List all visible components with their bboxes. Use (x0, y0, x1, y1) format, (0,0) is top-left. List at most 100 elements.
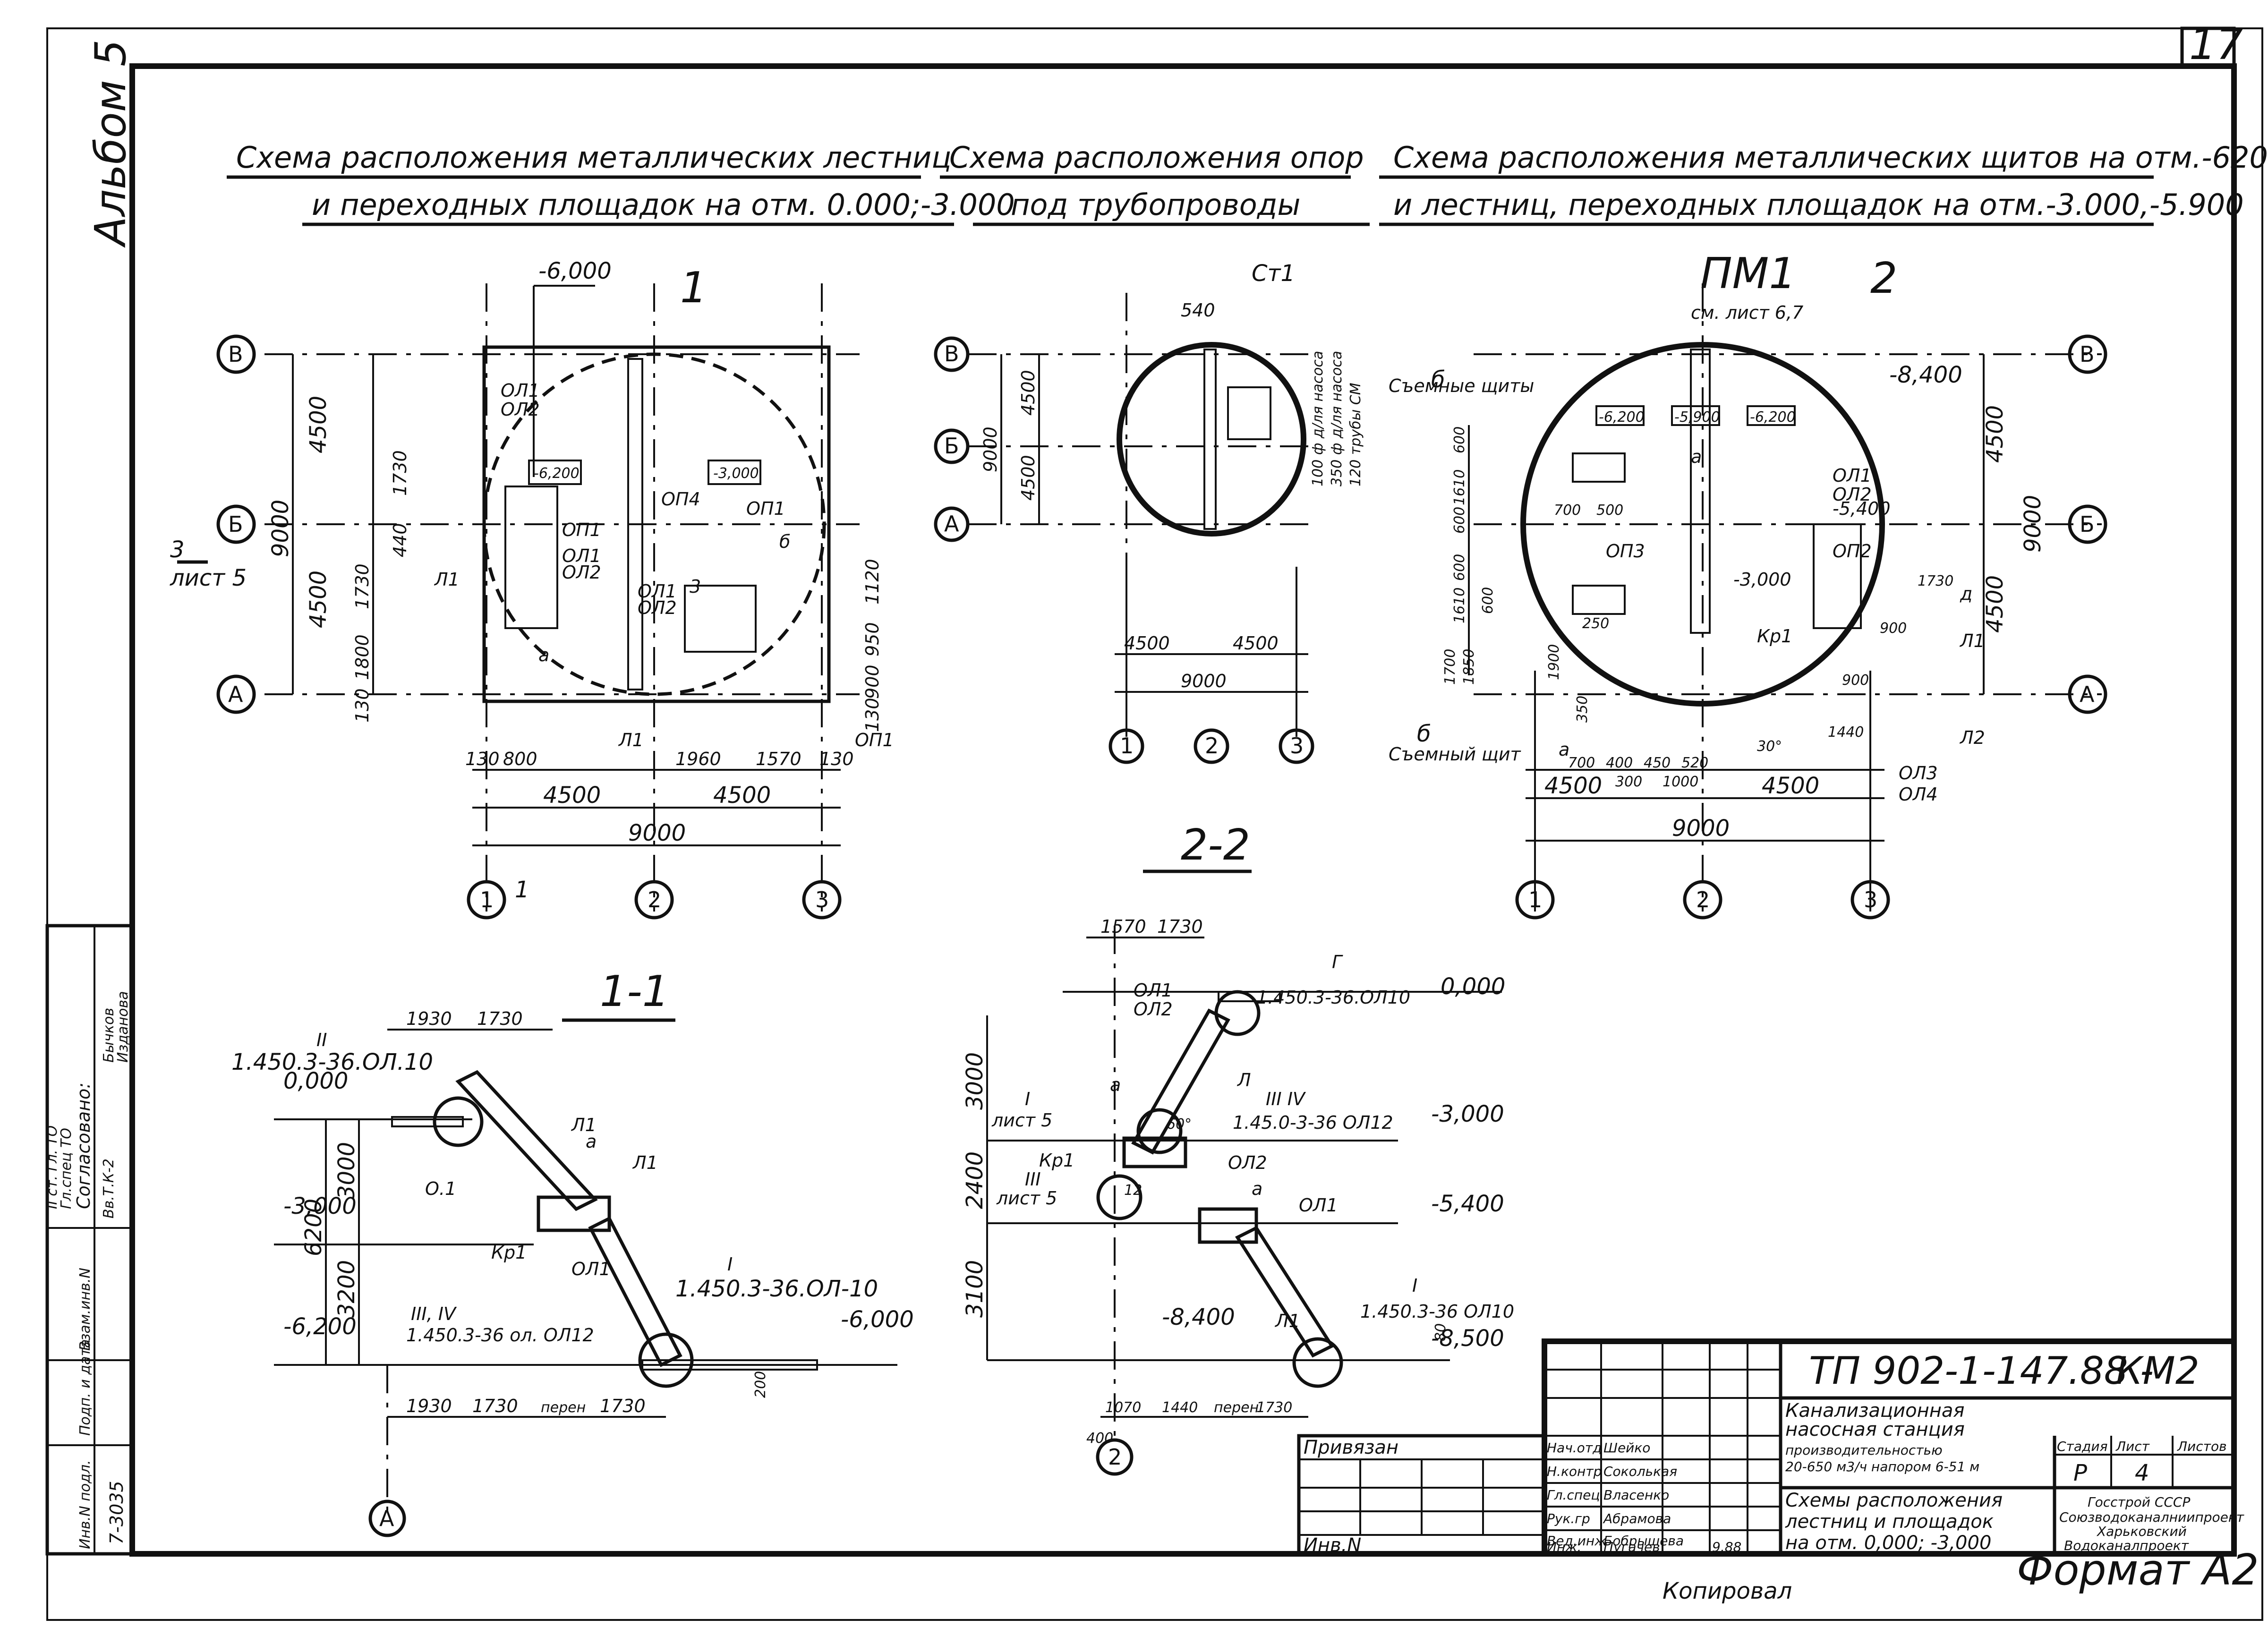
level-box: -5,900 (1674, 409, 1720, 426)
axis-label: А (944, 511, 959, 537)
elev: -3,000 (1431, 1101, 1504, 1127)
dim: 4500 (1982, 575, 2008, 633)
elev: -6,000 (841, 1306, 914, 1333)
dim: 1120 (862, 559, 883, 605)
dim: 130 (465, 749, 500, 769)
ref: I (1025, 1089, 1030, 1109)
doc-code: ТП 902-1-147.88 - (1809, 1349, 2154, 1393)
tb-role: Нач.отд (1547, 1440, 1602, 1456)
dim: 1730 (600, 1396, 646, 1416)
dim: 600 (1451, 426, 1468, 453)
elev-tag: -6,000 (538, 258, 612, 284)
dim: 520 (1681, 755, 1708, 771)
label: а (586, 1131, 597, 1152)
label: ОЛ1 (1833, 465, 1872, 486)
tb-header: Стадия (2057, 1439, 2107, 1454)
dim: 800 (503, 749, 537, 769)
label: ОЛ2 (1833, 484, 1872, 505)
ref: I (727, 1254, 733, 1275)
shaft-circle (482, 352, 826, 696)
dim: 1800 (352, 634, 373, 680)
dim: 700 (1554, 502, 1581, 519)
stair-flight (455, 1070, 598, 1211)
label: ОЛ2 (1228, 1152, 1267, 1173)
label-op1: ОП1 (855, 730, 894, 750)
label: Л1 (571, 1115, 597, 1135)
dim: 80 (1432, 1323, 1449, 1341)
tb-name: Шейко (1603, 1440, 1650, 1456)
dim: 4500 (713, 782, 771, 809)
ref: III, IV (411, 1304, 457, 1324)
org-line: Госстрой СССР (2088, 1494, 2190, 1510)
dim: 2400 (962, 1151, 988, 1209)
sheet-number-box (2180, 26, 2236, 68)
dim: 1700 (1442, 649, 1458, 685)
tb-role: Рук.гр (1547, 1511, 1590, 1526)
org-line: Союзводоканалниипроект (2059, 1509, 2244, 1525)
dim: 350 (1574, 696, 1591, 723)
axis-label: Б (944, 433, 959, 459)
dim: 4500 (543, 782, 601, 809)
axis-label: 3 (815, 887, 829, 912)
dim: 1900 (1546, 644, 1562, 680)
dim: 400 (1606, 755, 1633, 771)
note: 120 трубы СМ (1347, 383, 1364, 486)
dim: 6200 (300, 1199, 327, 1256)
label: ОЛ4 (1899, 784, 1938, 805)
project-line: 20-650 м3/ч напором 6-51 м (1785, 1459, 1979, 1474)
dim: 4500 (1982, 405, 2008, 463)
dim: 130 (819, 749, 854, 769)
dim: 130 (862, 698, 883, 732)
label: 60° (1167, 1116, 1192, 1133)
dim: 4500 (1762, 773, 1819, 799)
tb-role: Вед.инж (1547, 1533, 1606, 1549)
inv-label: Инв.N (1304, 1534, 1361, 1556)
tb-header: Листов (2177, 1439, 2227, 1454)
label: 12 (1124, 1182, 1142, 1199)
axis-label: 3 (1290, 733, 1304, 758)
project-line: Канализационная (1785, 1400, 1965, 1422)
dim: 3100 (962, 1260, 988, 1318)
note: 350 ф д/ля насоса (1329, 351, 1345, 486)
section-title-2-2: 2-2 (1181, 820, 1250, 870)
dim: 9000 (2020, 495, 2046, 553)
dim: 1730 (390, 450, 410, 496)
dim: 700 (1568, 755, 1595, 771)
axis-label: А (379, 1506, 394, 1531)
level-box: -3,000 (1733, 569, 1791, 590)
dim: 900 (1842, 672, 1869, 689)
org-line: Харьковский (2096, 1524, 2187, 1539)
ref: лист 5 (991, 1110, 1052, 1131)
dim: 600 (1451, 554, 1468, 581)
dim: 600 (1480, 587, 1496, 614)
label: ОЛ3 (1899, 763, 1938, 784)
drawing-line: на отм. 0,000; -3,000 (1785, 1532, 1991, 1554)
elev: -5,400 (1431, 1191, 1504, 1217)
landing (1198, 1207, 1258, 1244)
approval-line: II ст. Гл. ТО (44, 1125, 60, 1209)
dim: 440 (390, 523, 410, 557)
dim: 500 (1596, 502, 1623, 519)
plan-shields: -6,200 -5,900 -6,200 -3,000 ПМ1 см. лист… (1389, 249, 2107, 920)
approval-stamp: Согласовано: Гл.спец ТО II ст. Гл. ТО Бы… (44, 924, 134, 1556)
axis-label: 1 (480, 887, 494, 912)
label-ol2: ОЛ2 (562, 562, 601, 583)
stamp-label: Подп. и дата (77, 1339, 94, 1436)
callout-num: 3 (170, 537, 185, 563)
drawing-line: лестниц и площадок (1785, 1511, 1994, 1533)
dim: 1000 (1663, 774, 1698, 790)
axis-label: 2 (1108, 1444, 1122, 1470)
label: д (1960, 583, 1972, 604)
dim: перен (541, 1399, 586, 1416)
dim: 250 (1582, 615, 1609, 632)
title-shields-1: Схема расположения металлических щитов н… (1393, 140, 2268, 175)
copied-label: Копировал (1663, 1578, 1792, 1604)
inv-number: 7-3035 (106, 1481, 127, 1544)
label: Л1 (1959, 631, 1985, 651)
dim: 1930 (406, 1396, 452, 1416)
tb-role: Н.контр (1547, 1464, 1602, 1479)
dim: 200 (752, 1371, 769, 1398)
section-2-2: 0,000 -3,000 -5,400 -8,400 -8,500 Г 1.45… (962, 916, 1514, 1476)
ref: 1.450.3-36 ОЛ10 (1360, 1301, 1514, 1322)
dim: 1570 (756, 749, 801, 769)
